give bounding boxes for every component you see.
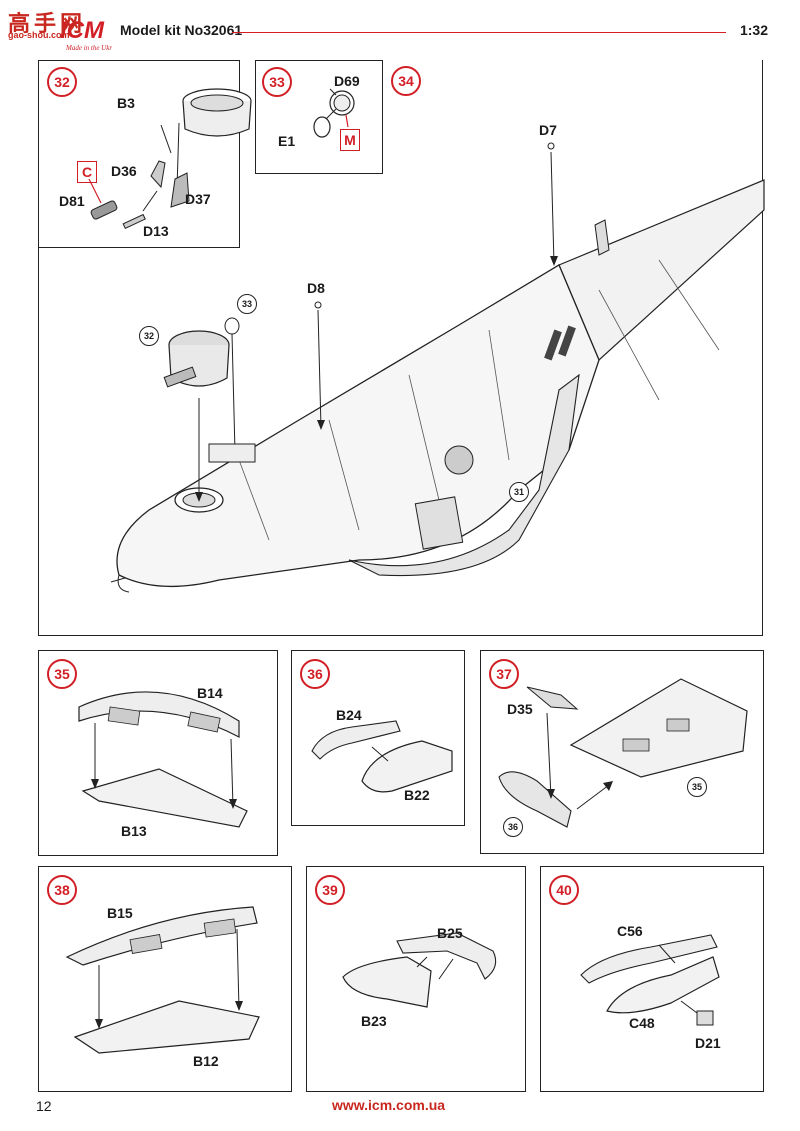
step-39-panel: 39 B25 B23 bbox=[306, 866, 526, 1092]
scale-label: 1:32 bbox=[739, 22, 768, 38]
ref-step-32: 32 bbox=[139, 326, 159, 346]
part-label-b13: B13 bbox=[121, 823, 147, 839]
step-37-panel: 37 D35 35 36 bbox=[480, 650, 764, 854]
step-40-panel: 40 C56 C48 D21 bbox=[540, 866, 764, 1092]
step-36-drawing bbox=[311, 720, 453, 793]
icm-logo-graphic: ICM Made in the Ukr bbox=[60, 17, 112, 52]
step-37-number: 37 bbox=[489, 659, 519, 689]
header-rule bbox=[232, 32, 726, 33]
part-label-b12: B12 bbox=[193, 1053, 219, 1069]
part-label-d69: D69 bbox=[334, 73, 360, 89]
step-40-drawing bbox=[580, 934, 720, 1026]
part-label-c48: C48 bbox=[629, 1015, 655, 1031]
part-label-b23: B23 bbox=[361, 1013, 387, 1029]
part-label-d35: D35 bbox=[507, 701, 533, 717]
svg-text:ICM: ICM bbox=[60, 17, 105, 44]
part-label-b25: B25 bbox=[437, 925, 463, 941]
step-35-number: 35 bbox=[47, 659, 77, 689]
part-label-d21: D21 bbox=[695, 1035, 721, 1051]
step-36-number: 36 bbox=[300, 659, 330, 689]
part-label-d36: D36 bbox=[111, 163, 137, 179]
part-label-b3: B3 bbox=[117, 95, 135, 111]
part-label-d7: D7 bbox=[539, 122, 557, 138]
step-33-panel: 33 D69 E1 M bbox=[255, 60, 383, 174]
step-33-number: 33 bbox=[262, 67, 292, 97]
part-label-d13: D13 bbox=[143, 223, 169, 239]
step-36-panel: 36 B24 B22 bbox=[291, 650, 465, 826]
ref-step-36: 36 bbox=[503, 817, 523, 837]
watermark-title: 高手网 bbox=[8, 11, 87, 36]
step-33-drawing bbox=[313, 88, 355, 138]
step-32-drawing bbox=[88, 88, 252, 230]
step-39-number: 39 bbox=[315, 875, 345, 905]
step-37-drawing bbox=[498, 678, 748, 828]
page-number: 12 bbox=[36, 1098, 52, 1114]
color-code-c: C bbox=[77, 161, 97, 183]
icm-logo: ICM Made in the Ukr bbox=[8, 8, 112, 56]
part-label-e1: E1 bbox=[278, 133, 296, 149]
step-34-drawing bbox=[110, 142, 765, 593]
ref-step-35: 35 bbox=[687, 777, 707, 797]
color-code-m: M bbox=[340, 129, 360, 151]
step-32-panel: 32 B3 D36 D37 D81 D13 C bbox=[38, 60, 252, 248]
step-39-drawing bbox=[342, 932, 497, 1008]
model-kit-title: Model kit No32061 bbox=[120, 22, 243, 38]
part-label-b14: B14 bbox=[197, 685, 223, 701]
step-35-drawing bbox=[78, 691, 248, 828]
step-35-panel: 35 B14 B13 bbox=[38, 650, 278, 856]
step-38-panel: 38 B15 B12 bbox=[38, 866, 292, 1092]
part-label-c56: C56 bbox=[617, 923, 643, 939]
part-label-d37: D37 bbox=[185, 191, 211, 207]
svg-text:Made in the Ukr: Made in the Ukr bbox=[65, 44, 112, 52]
step-40-number: 40 bbox=[549, 875, 579, 905]
step-32-number: 32 bbox=[47, 67, 77, 97]
ref-step-31: 31 bbox=[509, 482, 529, 502]
part-label-d81: D81 bbox=[59, 193, 85, 209]
watermark-site: gao-shou.com bbox=[8, 30, 70, 40]
step-38-number: 38 bbox=[47, 875, 77, 905]
step-34-panel: 34 D7 D8 33 32 31 bbox=[38, 60, 765, 636]
step-34-number: 34 bbox=[391, 66, 421, 96]
part-label-b22: B22 bbox=[404, 787, 430, 803]
ref-step-33: 33 bbox=[237, 294, 257, 314]
part-label-b15: B15 bbox=[107, 905, 133, 921]
part-label-d8: D8 bbox=[307, 280, 325, 296]
part-label-b24: B24 bbox=[336, 707, 362, 723]
footer-url[interactable]: www.icm.com.ua bbox=[332, 1097, 446, 1113]
step-38-drawing bbox=[65, 906, 260, 1054]
